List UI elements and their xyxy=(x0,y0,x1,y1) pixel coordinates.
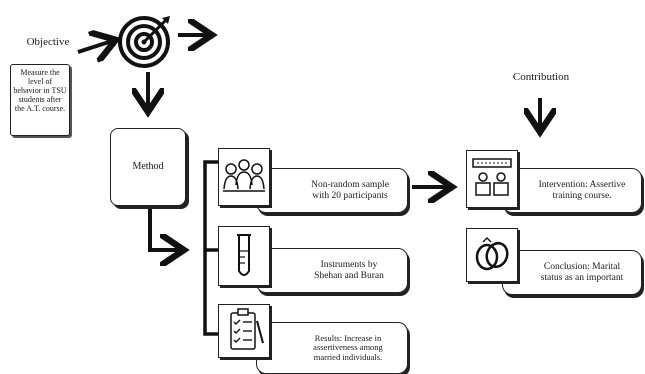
objective-text: Measure the level of behavior in TSU stu… xyxy=(13,68,67,113)
method-card-1: Non-random sample with 20 participants xyxy=(256,168,408,213)
contribution-item-1-text: Intervention: Assertive training course. xyxy=(538,180,626,201)
method-card-3: Results: Increase in assertiveness among… xyxy=(256,322,408,374)
method-item-2-text: Instruments by Shehan and Buran xyxy=(314,260,384,281)
test-tube-icon xyxy=(218,226,270,286)
arrow-method-to-bracket xyxy=(148,205,180,250)
contribution-item-2-text: Conclusion: Marital status as an importa… xyxy=(540,262,624,283)
bracket-line xyxy=(203,160,220,336)
classroom-presentation-icon xyxy=(466,150,518,208)
contribution-label: Contribution xyxy=(512,71,570,83)
method-box: Method xyxy=(110,128,186,206)
target-icon xyxy=(118,12,174,68)
arrow-objective-to-target xyxy=(77,41,112,52)
method-card-2: Instruments by Shehan and Buran xyxy=(256,248,408,293)
method-item-1-text: Non-random sample with 20 participants xyxy=(311,180,389,201)
group-people-icon xyxy=(218,148,270,206)
clipboard-checklist-icon xyxy=(218,304,270,358)
method-item-3-text: Results: Increase in assertiveness among… xyxy=(313,332,383,362)
contribution-card-1: Intervention: Assertive training course. xyxy=(502,168,642,213)
method-label: Method xyxy=(132,160,164,172)
contribution-card-2: Conclusion: Marital status as an importa… xyxy=(502,250,642,295)
objective-label: Objective xyxy=(26,36,70,48)
objective-box: Measure the level of behavior in TSU stu… xyxy=(10,64,70,136)
wedding-rings-icon xyxy=(466,228,518,282)
